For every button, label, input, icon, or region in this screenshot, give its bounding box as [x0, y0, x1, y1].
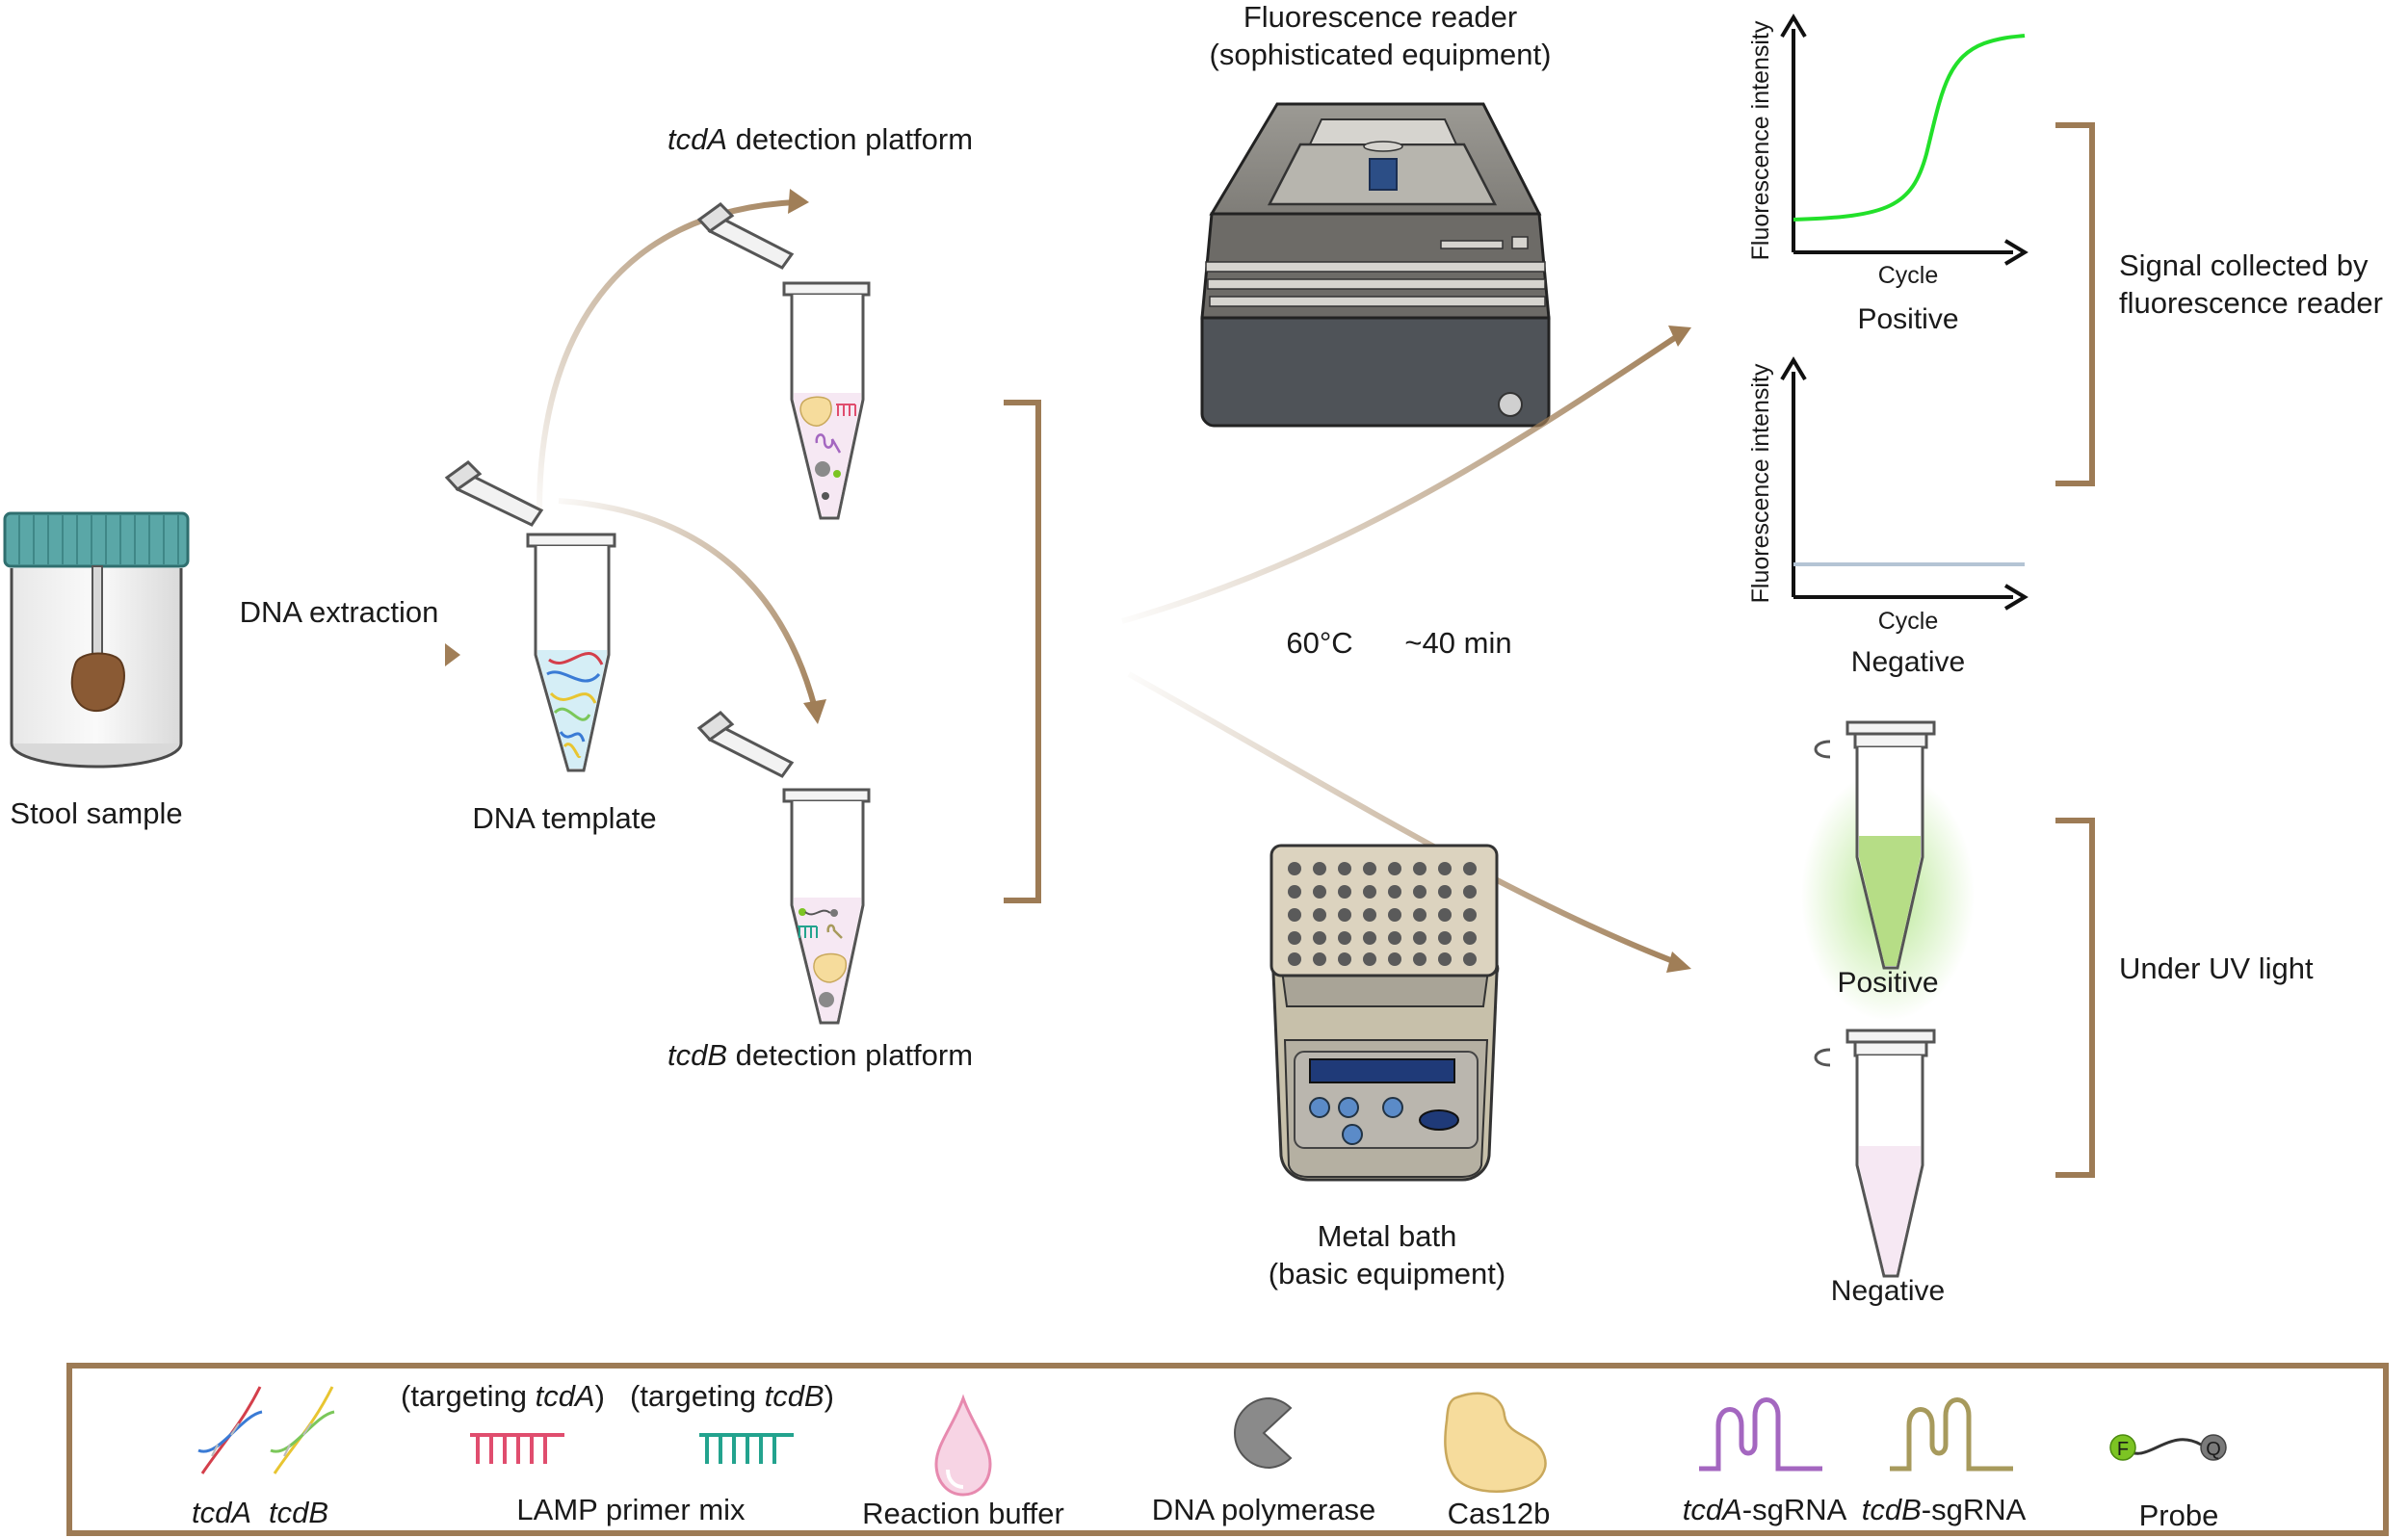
- branch-arrowhead-tcda: [788, 189, 809, 214]
- dna-template-label: DNA template: [472, 801, 656, 835]
- negative-graph-label: Negative: [1851, 646, 1965, 678]
- stool-sample-label: Stool sample: [10, 796, 182, 830]
- stool-icon: [70, 652, 125, 712]
- negative-graph: [1780, 356, 2028, 611]
- metal-bath-icon: [1269, 844, 1500, 1182]
- tcda-dna-icon: [197, 1386, 263, 1474]
- probe-q-label: Q: [2206, 1439, 2221, 1460]
- targeting-tcda-label: (targeting tcdA): [401, 1379, 605, 1413]
- lamp-primer-tcdb-icon: [699, 1433, 794, 1464]
- signal-label-line1: Signal collected by: [2119, 248, 2369, 282]
- arrow-to-uv-head: [1666, 951, 1691, 973]
- stool-jar-icon: [3, 511, 190, 769]
- branch-arrowhead-tcdb: [803, 699, 826, 724]
- extraction-arrowhead: [445, 643, 460, 666]
- arrow-to-uv: [1127, 671, 1680, 966]
- positive-graph-ylabel: Fluorescence intensity: [1747, 20, 1774, 260]
- under-uv-label: Under UV light: [2119, 951, 2314, 985]
- signal-label-line2: fluorescence reader: [2119, 286, 2383, 320]
- positive-uv-tube-icon: [1801, 720, 1975, 1021]
- legend-tcda-label: tcdA: [192, 1496, 251, 1529]
- probe-icon: [2109, 1434, 2227, 1461]
- tcdb-sgrna-icon: [1890, 1397, 2013, 1472]
- duration-label: ~40 min: [1404, 626, 1511, 660]
- tcda-platform-label: tcdA detection platform: [667, 122, 973, 156]
- tcdb-dna-icon: [270, 1386, 335, 1474]
- fluor-reader-subtitle: (sophisticated equipment): [1210, 38, 1552, 71]
- buffer-highlight: [946, 1469, 964, 1489]
- negative-graph-ylabel: Fluorescence intensity: [1747, 363, 1774, 603]
- probe-f-label: F: [2117, 1439, 2129, 1460]
- branch-arrow-tcdb: [558, 498, 818, 709]
- dna-polymerase-label: DNA polymerase: [1152, 1493, 1376, 1526]
- targeting-tcdb-label: (targeting tcdB): [630, 1379, 834, 1413]
- positive-tube-label: Positive: [1837, 967, 1938, 999]
- lamp-primer-label: LAMP primer mix: [516, 1493, 746, 1526]
- positive-graph-xlabel: Cycle: [1878, 262, 1939, 289]
- tcdb-platform-label: tcdB detection platform: [667, 1038, 973, 1072]
- probe-label: Probe: [2139, 1499, 2219, 1532]
- positive-graph-label: Positive: [1857, 303, 1958, 335]
- negative-graph-xlabel: Cycle: [1878, 608, 1939, 635]
- uv-bracket: [2055, 818, 2095, 1178]
- dna-template-tube-icon: [444, 460, 616, 772]
- dna-polymerase-icon: [1234, 1396, 1293, 1470]
- tcda-sgrna-label: tcdA-sgRNA: [1683, 1493, 1847, 1526]
- legend-box: [66, 1363, 2389, 1536]
- reader-bracket: [2055, 122, 2095, 486]
- lamp-primer-tcda-icon: [470, 1433, 564, 1464]
- cas12b-icon: [1444, 1392, 1547, 1493]
- arrow-to-reader-head: [1668, 326, 1691, 347]
- reaction-buffer-label: Reaction buffer: [862, 1497, 1064, 1530]
- tcda-sgrna-icon: [1699, 1397, 1822, 1472]
- positive-graph: [1780, 13, 2028, 266]
- fluor-reader-title: Fluorescence reader: [1243, 0, 1517, 34]
- tcda-platform-tube-icon: [696, 202, 871, 520]
- negative-uv-tube-icon: [1814, 1029, 1936, 1278]
- temperature-label: 60°C: [1286, 626, 1352, 660]
- fluorescence-reader-icon: [1200, 102, 1551, 428]
- tcdb-sgrna-label: tcdB-sgRNA: [1862, 1493, 2027, 1526]
- tcdb-platform-tube-icon: [696, 711, 871, 1025]
- metal-bath-title: Metal bath: [1318, 1219, 1457, 1253]
- metal-bath-subtitle: (basic equipment): [1269, 1257, 1505, 1290]
- platform-bracket: [1004, 400, 1041, 903]
- legend-tcdb-label: tcdB: [269, 1496, 328, 1529]
- positive-curve: [1793, 34, 2026, 222]
- negative-tube-label: Negative: [1831, 1275, 1945, 1307]
- dna-extraction-label: DNA extraction: [240, 595, 439, 629]
- arrow-to-reader: [1121, 334, 1678, 624]
- cas12b-label: Cas12b: [1448, 1497, 1551, 1530]
